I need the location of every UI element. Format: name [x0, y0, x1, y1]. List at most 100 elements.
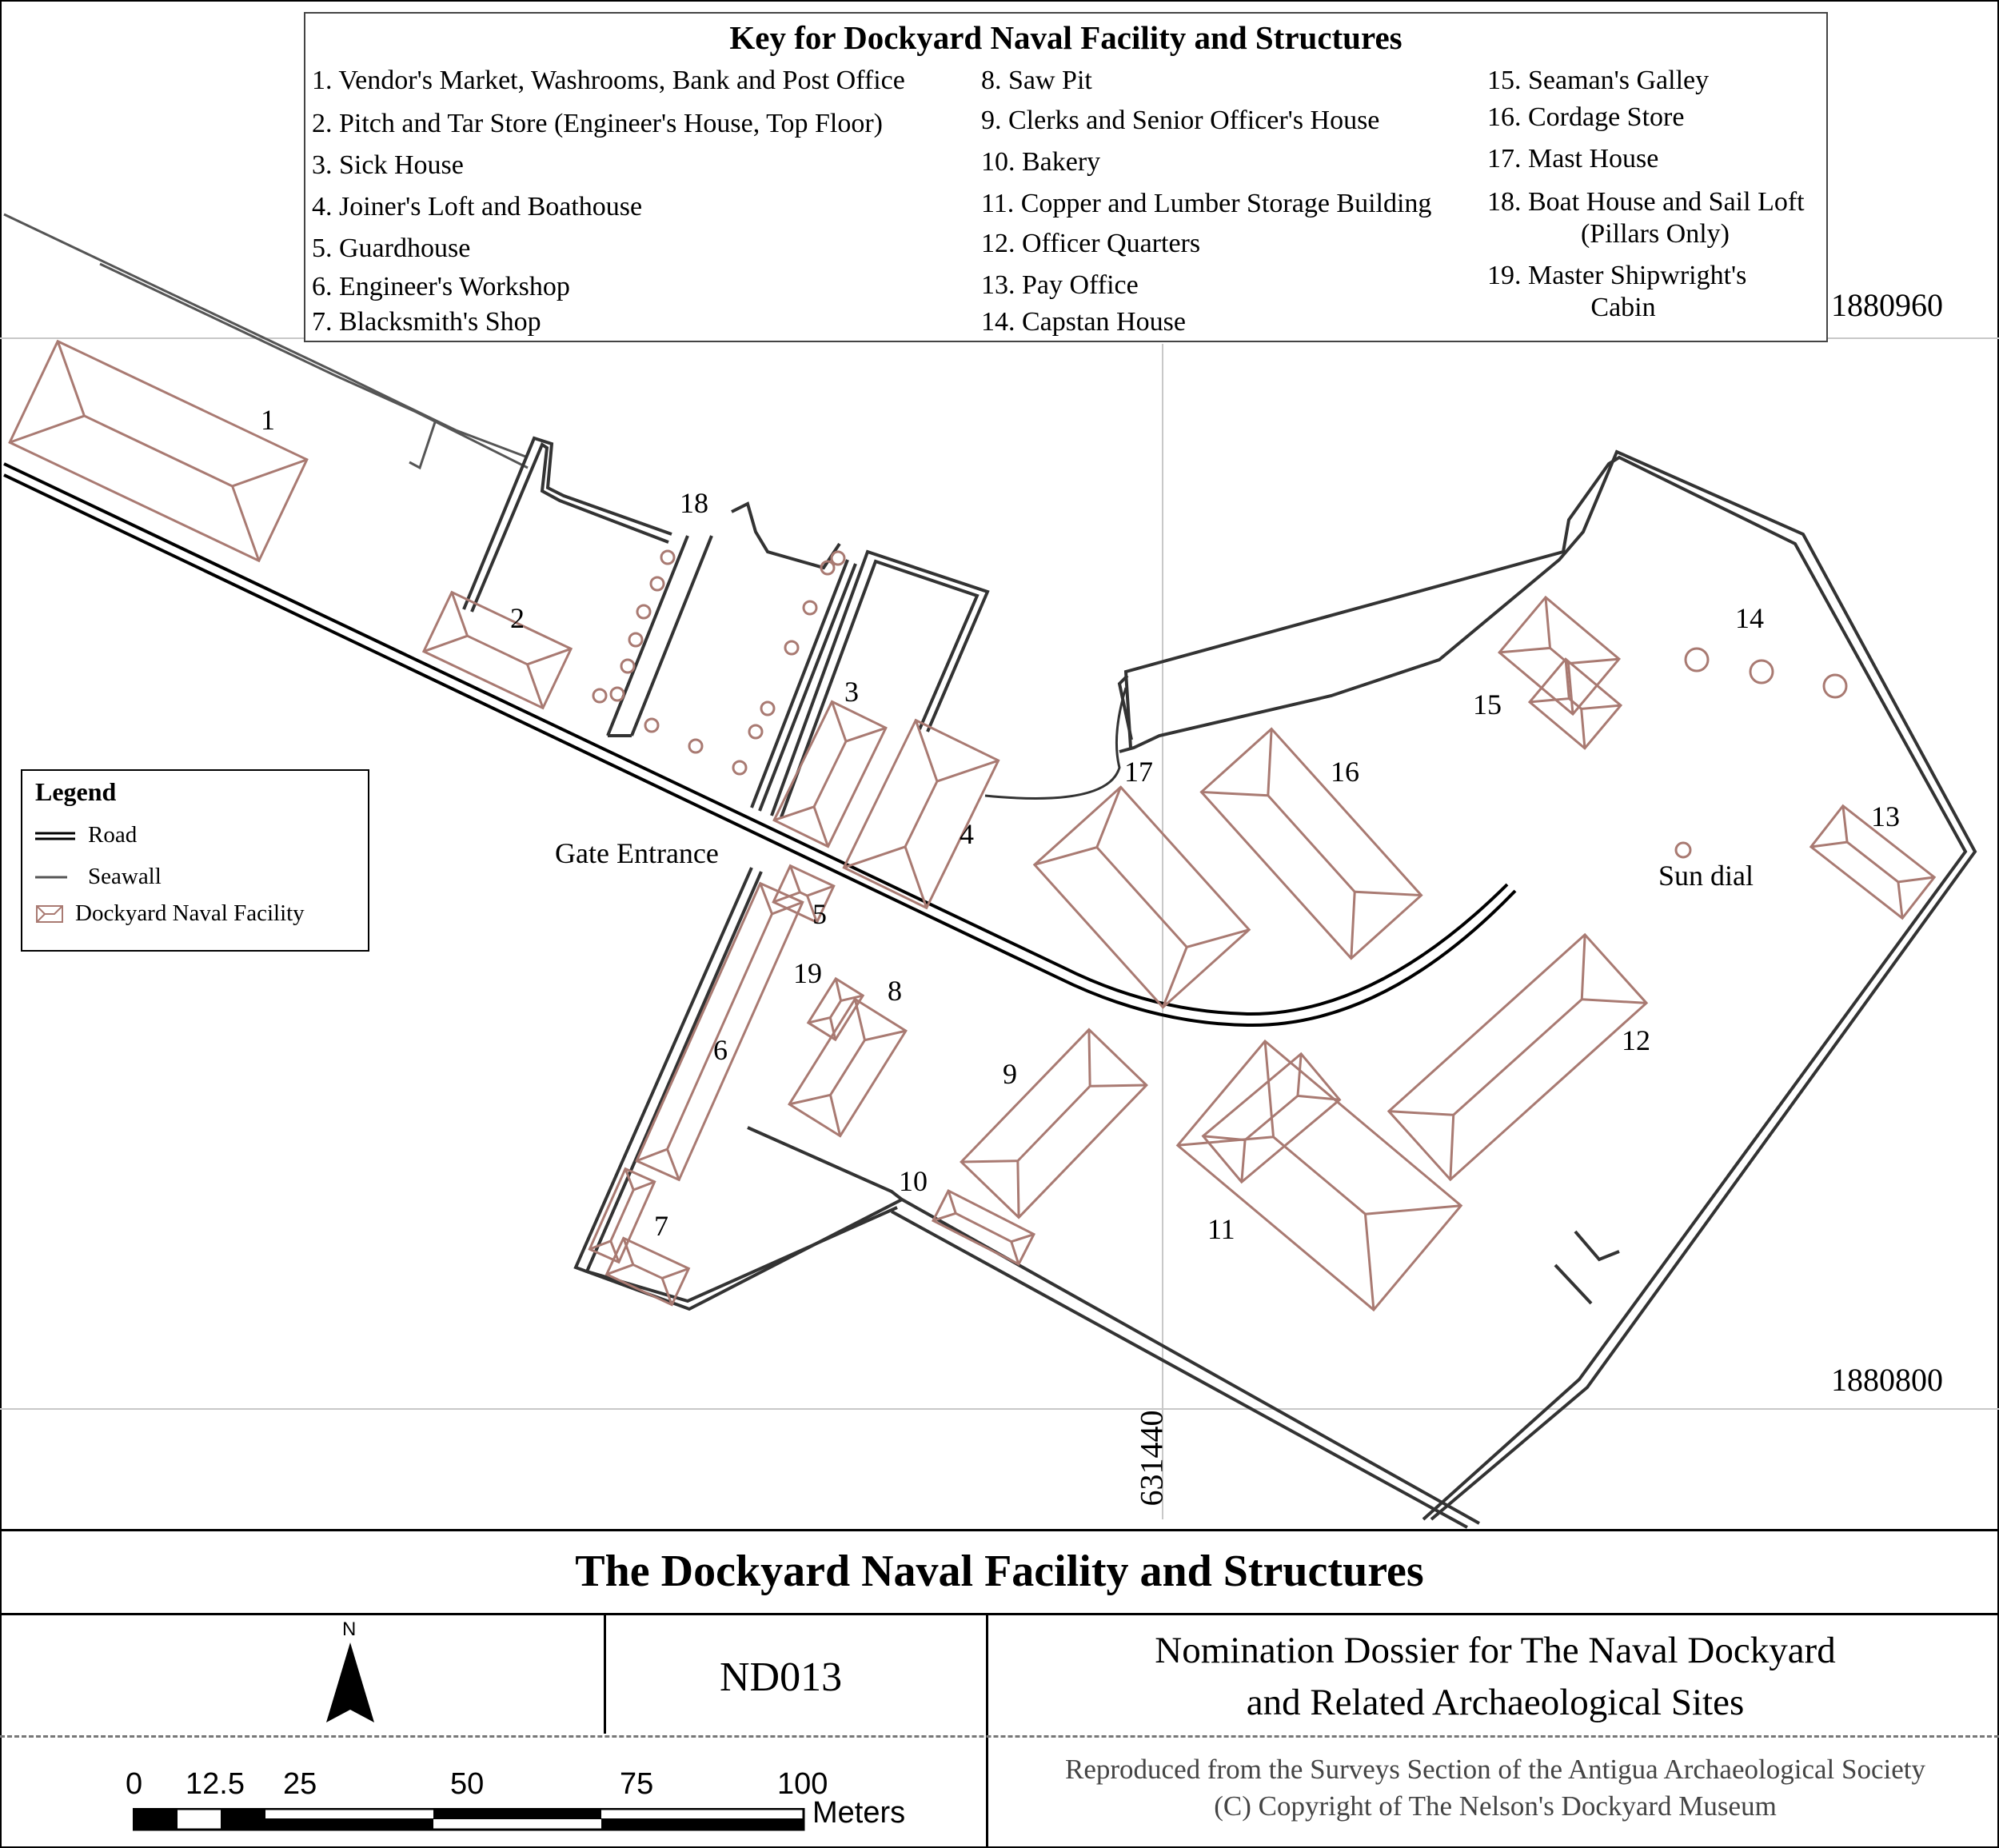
pier-walls [462, 436, 990, 818]
scale-tick-label: 25 [283, 1767, 317, 1801]
building-15 [1497, 595, 1622, 716]
building-number: 13 [1871, 800, 1900, 832]
building-5 [772, 864, 836, 924]
building-12-roof-ridges [1388, 934, 1647, 1180]
buildings [8, 339, 1937, 1312]
key-item: 7. Blacksmith's Shop [312, 307, 541, 337]
building-11b [1201, 1052, 1342, 1184]
divider [604, 1615, 606, 1734]
key-box: Key for Dockyard Naval Facility and Stru… [304, 12, 1828, 342]
building-12 [1387, 932, 1649, 1182]
divider [986, 1615, 988, 1848]
building-19-roof-ridges [808, 978, 864, 1040]
sun-dial-label: Sun dial [1658, 860, 1754, 892]
building-6-roof-ridges [636, 883, 804, 1180]
building-number: 19 [793, 957, 822, 989]
key-item: 13. Pay Office [981, 270, 1139, 300]
key-item: 14. Capstan House [981, 307, 1186, 337]
key-item: 8. Saw Pit [981, 66, 1092, 95]
scale-unit-label: Meters [812, 1796, 906, 1830]
building-number: 3 [844, 676, 859, 708]
building-number: 18 [680, 487, 708, 519]
key-item: 1. Vendor's Market, Washrooms, Bank and … [312, 66, 905, 95]
building-number: 17 [1124, 756, 1153, 788]
building-7b-roof-ridges [589, 1168, 656, 1263]
building-number: 7 [654, 1210, 668, 1242]
dashed-divider [0, 1735, 1999, 1738]
capstans [1674, 647, 1848, 859]
key-title: Key for Dockyard Naval Facility and Stru… [729, 19, 1402, 56]
building-13 [1809, 804, 1937, 920]
seawall-lines [3, 213, 529, 470]
building-11b-roof-ridges [1203, 1053, 1340, 1183]
building-11-roof-ridges [1177, 1040, 1462, 1311]
scale-tick-label: 0 [126, 1767, 143, 1801]
northing-label: 1880800 [1831, 1362, 1943, 1398]
north-arrow-icon [326, 1642, 374, 1722]
building-number: 11 [1207, 1213, 1235, 1245]
legend-seawall-label: Seawall [88, 864, 162, 889]
building-number: 15 [1473, 689, 1502, 720]
north-arrow-label: N [342, 1618, 357, 1640]
main-road [3, 462, 1517, 1028]
gate-entrance-label: Gate Entrance [555, 837, 719, 869]
scale-tick-label: 75 [620, 1767, 654, 1801]
key-item: 16. Cordage Store [1487, 102, 1685, 132]
scale-tick-label: 12.5 [186, 1767, 245, 1801]
key-item: 3. Sick House [312, 150, 464, 180]
building-3-roof-ridges [773, 700, 887, 848]
scale-tick-label: 100 [777, 1767, 828, 1801]
building-4 [842, 718, 1000, 910]
building-number: 4 [960, 818, 974, 850]
key-item: 9. Clerks and Senior Officer's House [981, 106, 1380, 135]
easting-label: 631440 [1133, 1410, 1170, 1507]
building-1-roof-ridges [9, 341, 308, 561]
building-number: 9 [1003, 1058, 1017, 1090]
building-16 [1199, 727, 1423, 960]
dossier-title: Nomination Dossier for The Naval Dockyar… [992, 1625, 1999, 1729]
title-band: The Dockyard Naval Facility and Structur… [0, 1529, 1999, 1615]
building-10 [931, 1189, 1036, 1266]
building-symbol-icon [36, 904, 63, 923]
building-number: 10 [899, 1165, 928, 1197]
reproduction-note: Reproduced from the Surveys Section of t… [992, 1751, 1999, 1824]
building-9-roof-ridges [961, 1029, 1147, 1218]
building-17-roof-ridges [1034, 786, 1250, 1008]
building-number: 8 [888, 975, 902, 1007]
key-item: Cabin [1590, 293, 1656, 322]
key-item: 6. Engineer's Workshop [312, 272, 570, 301]
northing-label: 1880960 [1831, 287, 1943, 323]
building-7b [588, 1167, 656, 1264]
building-11 [1175, 1039, 1463, 1312]
building-number: 14 [1735, 602, 1764, 634]
map-code: ND013 [720, 1654, 843, 1700]
boat-house-pillars [592, 549, 846, 776]
legend: Legend Road Seawall Dockyard Naval Facil… [21, 769, 369, 952]
key-item: 19. Master Shipwright's [1487, 261, 1747, 290]
key-item: 15. Seaman's Galley [1487, 66, 1710, 95]
road-symbol-icon [35, 832, 75, 840]
footer: N ND013 Nomination Dossier for The Naval… [0, 1615, 1999, 1848]
key-item: 4. Joiner's Loft and Boathouse [312, 192, 643, 222]
map-canvas [0, 213, 1999, 1529]
building-3 [772, 700, 888, 848]
building-number: 2 [510, 602, 525, 634]
building-17 [1032, 785, 1251, 1009]
building-number: 5 [812, 898, 827, 930]
legend-title: Legend [35, 777, 117, 806]
east-enclosure [984, 449, 1977, 1521]
building-5-roof-ridges [772, 865, 835, 923]
scale-bar [133, 1808, 805, 1831]
building-number: 6 [713, 1034, 728, 1066]
building-1 [8, 339, 309, 563]
building-6 [635, 881, 804, 1182]
building-13-roof-ridges [1810, 805, 1935, 919]
key-item: 17. Mast House [1487, 144, 1659, 174]
map-title: The Dockyard Naval Facility and Structur… [575, 1547, 1424, 1596]
building-8-roof-ridges [788, 999, 907, 1136]
legend-seawall: Seawall [35, 864, 162, 890]
repro-line: Reproduced from the Surveys Section of t… [1065, 1754, 1925, 1785]
building-15b-roof-ridges [1529, 659, 1622, 748]
